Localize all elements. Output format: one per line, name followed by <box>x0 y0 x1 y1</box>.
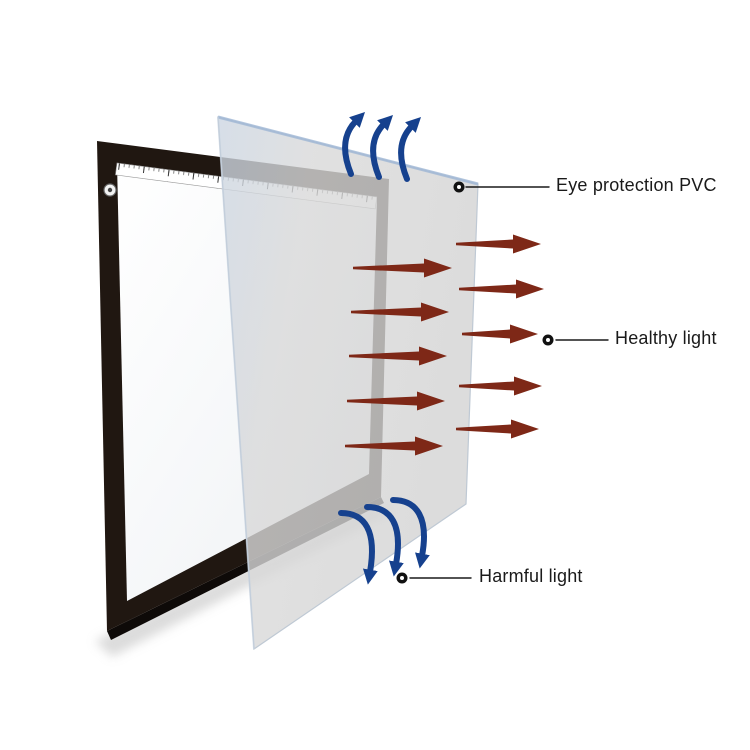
healthy-light-arrow <box>459 279 544 299</box>
pvc-sheet-panel <box>217 116 479 651</box>
healthy-light-arrow <box>349 346 447 366</box>
harmful-light-arrow <box>364 504 404 577</box>
healthy-light-arrow <box>353 258 452 278</box>
healthy-light-arrow <box>462 324 538 344</box>
healthy-light-arrow <box>456 419 539 439</box>
harmful-light-arrow <box>390 497 430 569</box>
power-button-dot <box>107 187 113 193</box>
healthy-light-arrow <box>345 436 443 456</box>
label-harmful-light: Harmful light <box>479 566 583 586</box>
harmful-light-arrows <box>338 497 430 585</box>
upward-deflected-light-arrows <box>342 111 422 182</box>
harmful-light-arrow <box>338 510 378 585</box>
power-button <box>103 183 117 197</box>
label-healthy-light: Healthy light <box>615 328 717 348</box>
label-eye-protection-pvc: Eye protection PVC <box>556 175 717 195</box>
callouts <box>396 181 609 584</box>
pvc-sheet <box>217 115 479 651</box>
callout-dot-harmful-center <box>400 576 404 580</box>
healthy-light-arrows <box>345 234 544 456</box>
upward-light-arrow <box>370 114 394 180</box>
healthy-light-arrow <box>456 234 541 254</box>
pvc-sheet-left-edge-highlight <box>217 116 255 650</box>
healthy-light-arrow <box>351 302 449 322</box>
callout-dot-pvc-center <box>457 185 461 189</box>
upward-light-arrow <box>398 116 422 182</box>
upward-light-arrow <box>342 111 366 177</box>
healthy-light-arrow <box>347 391 445 411</box>
healthy-light-arrow <box>459 376 542 396</box>
callout-dot-healthy-center <box>546 338 550 342</box>
